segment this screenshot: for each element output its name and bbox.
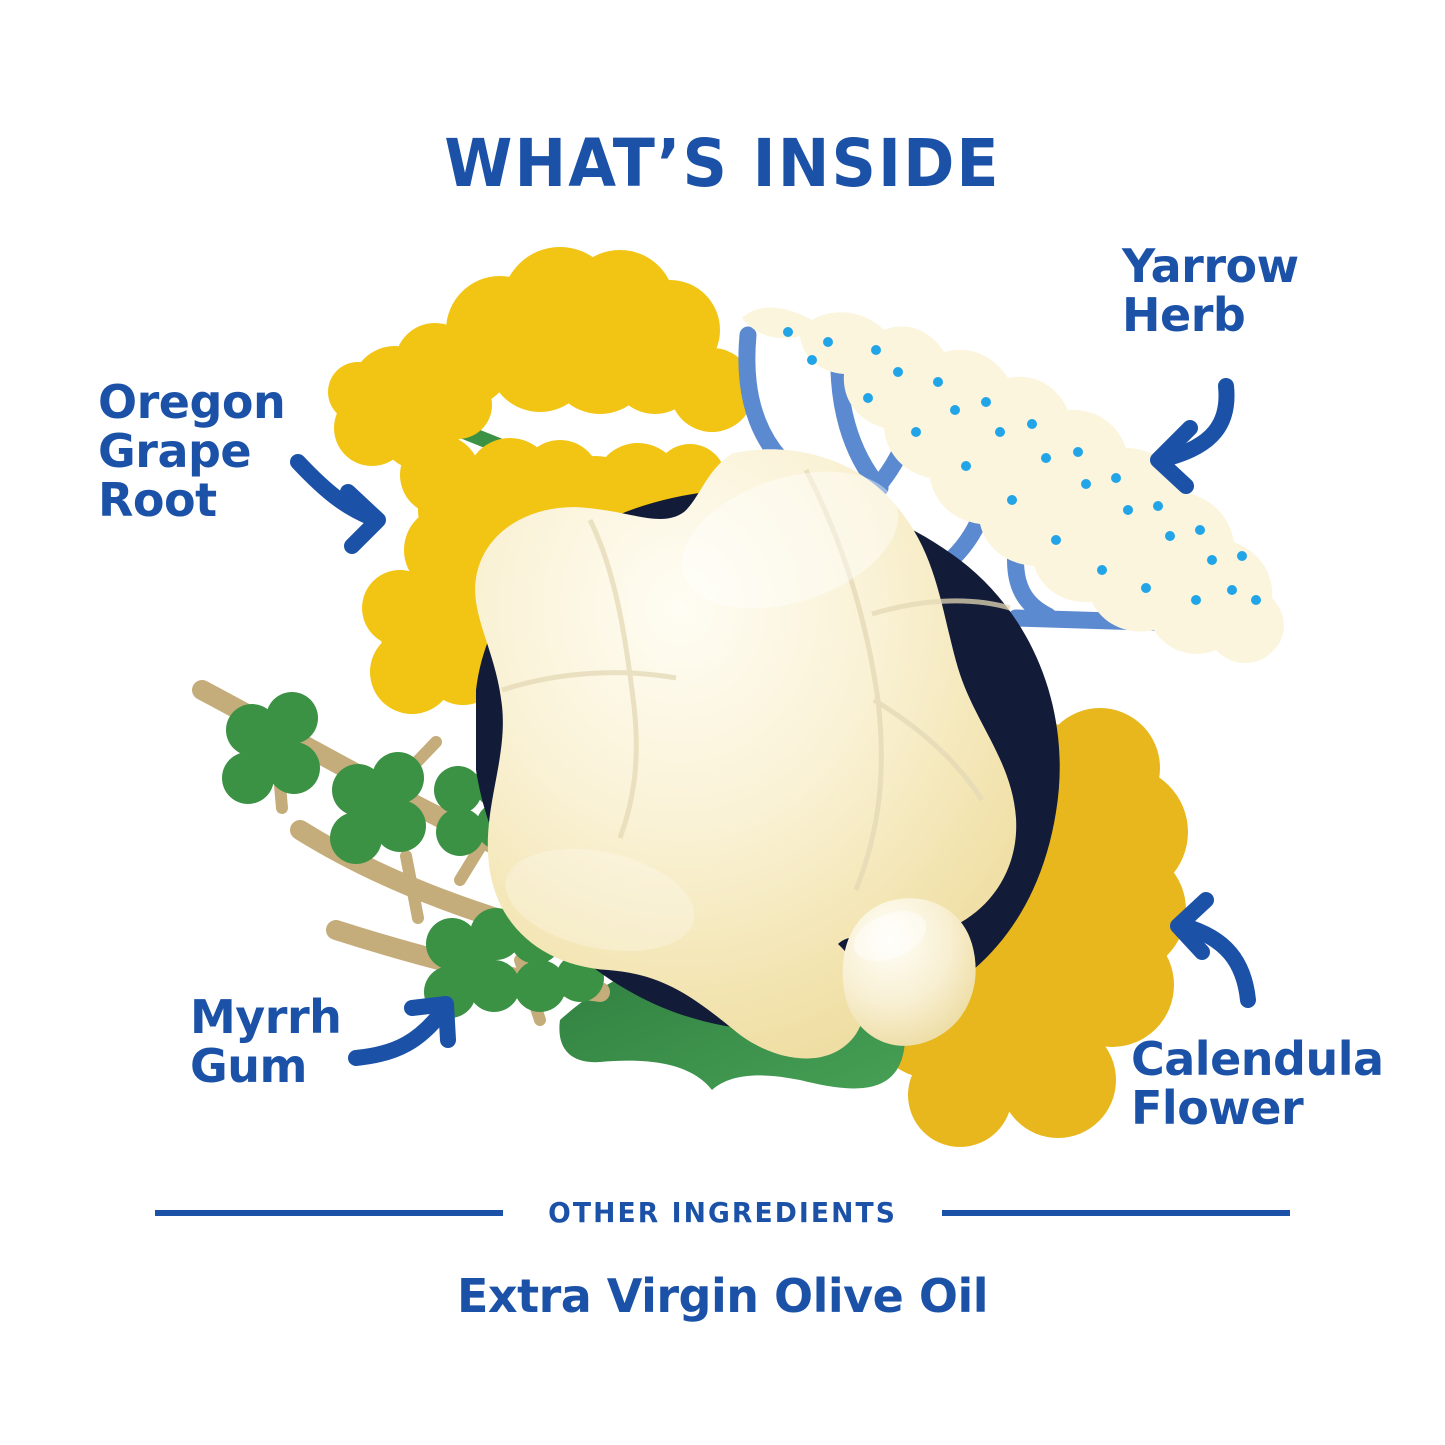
other-ingredients-value: Extra Virgin Olive Oil — [456, 1269, 989, 1323]
divider-right — [942, 1209, 1291, 1216]
callout-label-myrrh-gum: Myrrh Gum — [190, 990, 342, 1093]
callout-label-yarrow-herb: Yarrow Herb — [1122, 239, 1299, 342]
yarrow-flower-head — [742, 307, 1284, 664]
salve-shadow — [476, 489, 1060, 1032]
droplet-highlight — [853, 911, 927, 961]
myrrh-leaves — [222, 692, 604, 1018]
calendula-blue-petal — [869, 849, 981, 1001]
other-ingredients-section: OTHER INGREDIENTS Extra Virgin Olive Oil — [0, 1196, 1445, 1323]
divider-left — [154, 1209, 503, 1216]
green-leaf — [559, 941, 906, 1090]
salve-surface-lines — [501, 468, 1011, 891]
salve-highlight-2 — [505, 848, 695, 952]
yarrow-arrow-icon — [1150, 378, 1235, 494]
calendula-bloom — [798, 708, 1188, 1147]
calendula-arrow-icon — [1170, 892, 1256, 1008]
oregon-grape-blossoms — [328, 247, 792, 714]
myrrh-branch — [192, 680, 610, 1026]
other-ingredients-header: OTHER INGREDIENTS — [0, 1196, 1445, 1229]
oregon-grape-arrow-icon — [290, 454, 386, 554]
yarrow-dots — [783, 327, 1261, 605]
callout-label-oregon-grape-root: Oregon Grape Root — [98, 375, 286, 527]
other-ingredients-label: OTHER INGREDIENTS — [548, 1196, 897, 1229]
yarrow-stems — [738, 326, 1219, 633]
page-title: WHAT’S INSIDE — [444, 125, 1001, 202]
salve-blob — [475, 449, 1017, 1059]
callout-label-calendula-flower: Calendula Flower — [1131, 1032, 1384, 1135]
oregon-grape-stems — [452, 422, 720, 673]
oregon-grape-bud — [670, 348, 754, 432]
myrrh-arrow-icon — [348, 996, 456, 1066]
salve-highlight — [681, 471, 899, 609]
salve-droplet — [842, 898, 976, 1046]
